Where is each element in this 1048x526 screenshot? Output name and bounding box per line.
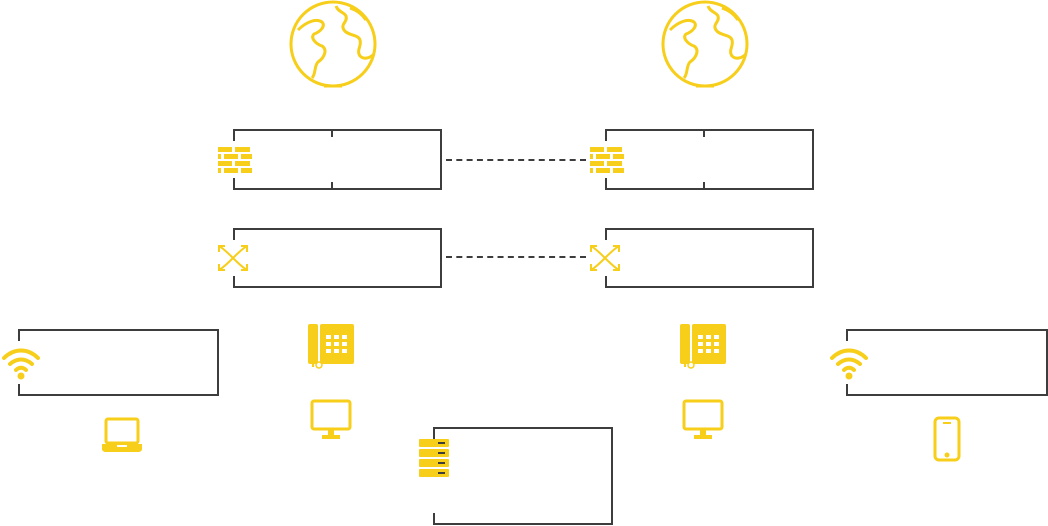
server-box — [433, 427, 613, 525]
wifi-icon-right — [828, 346, 870, 380]
firewall-link — [446, 159, 586, 161]
smartphone-icon — [933, 416, 961, 462]
firewall-icon-right — [590, 147, 624, 173]
desk-phone-icon-left — [307, 323, 355, 369]
monitor-icon-left — [310, 399, 352, 441]
switch-box-left — [233, 228, 442, 288]
globe-icon-right — [658, 0, 752, 90]
wifi-icon-left — [0, 346, 42, 380]
switch-icon-left — [216, 243, 250, 273]
switch-link — [446, 256, 586, 258]
firewall-box-left — [233, 129, 442, 190]
laptop-icon — [101, 417, 143, 453]
switch-icon-right — [588, 243, 622, 273]
firewall-box-right — [605, 129, 814, 190]
globe-icon-left — [286, 0, 380, 90]
wifi-box-right — [846, 329, 1048, 396]
desk-phone-icon-right — [679, 323, 727, 369]
monitor-icon-right — [682, 399, 724, 441]
switch-box-right — [605, 228, 814, 288]
wifi-box-left — [18, 329, 219, 396]
firewall-icon-left — [218, 147, 252, 173]
server-icon — [419, 439, 449, 477]
